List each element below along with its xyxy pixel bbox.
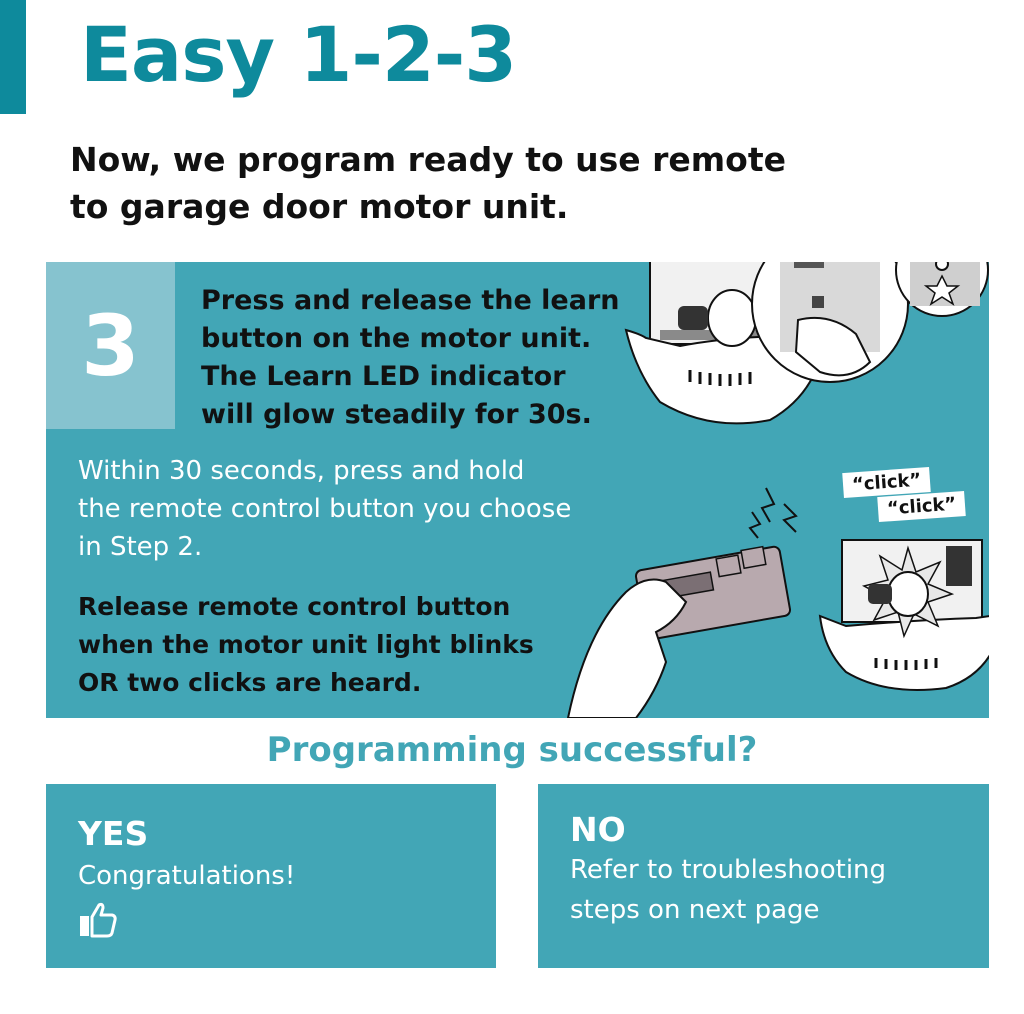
step-number-box: 3 <box>46 262 175 429</box>
step-line: Press and release the learn <box>201 285 620 316</box>
step-panel: 3 Press and release the learn button on … <box>46 262 989 718</box>
page-title: Easy 1-2-3 <box>80 10 517 99</box>
thumbs-up-icon <box>80 902 117 938</box>
remote-control-illustration <box>566 487 798 718</box>
step-instruction: Press and release the learn button on th… <box>201 282 641 434</box>
no-message-line: steps on next page <box>570 895 820 925</box>
yes-box: YES Congratulations! <box>46 784 496 968</box>
yes-title: YES <box>78 814 149 853</box>
no-box: NO Refer to troubleshooting steps on nex… <box>538 784 989 968</box>
release-line: when the motor unit light blinks <box>78 630 534 659</box>
hold-line: Within 30 seconds, press and hold <box>78 456 525 486</box>
release-line: OR two clicks are heard. <box>78 668 422 697</box>
step-line: The Learn LED indicator <box>201 361 566 392</box>
intro-text: Now, we program ready to use remote to g… <box>70 136 830 230</box>
step-line: will glow steadily for 30s. <box>201 399 592 430</box>
step-number: 3 <box>81 296 140 395</box>
intro-line: Now, we program ready to use remote <box>70 140 787 179</box>
motor-light-illustration <box>818 539 989 691</box>
intro-line: to garage door motor unit. <box>70 187 569 226</box>
hold-line: the remote control button you choose <box>78 494 572 524</box>
release-line: Release remote control button <box>78 592 511 621</box>
release-instruction: Release remote control button when the m… <box>78 588 658 702</box>
no-message: Refer to troubleshooting steps on next p… <box>570 850 886 930</box>
no-message-line: Refer to troubleshooting <box>570 855 887 885</box>
click-sound-label: “click” <box>877 490 967 523</box>
accent-bar <box>0 0 26 114</box>
yes-message: Congratulations! <box>78 856 295 896</box>
programming-question: Programming successful? <box>266 730 758 770</box>
motor-unit-illustration <box>624 262 989 425</box>
no-title: NO <box>570 810 626 849</box>
yes-message-line: Congratulations! <box>78 861 296 891</box>
hold-instruction: Within 30 seconds, press and hold the re… <box>78 452 658 566</box>
hold-line: in Step 2. <box>78 532 203 562</box>
step-line: button on the motor unit. <box>201 323 592 354</box>
